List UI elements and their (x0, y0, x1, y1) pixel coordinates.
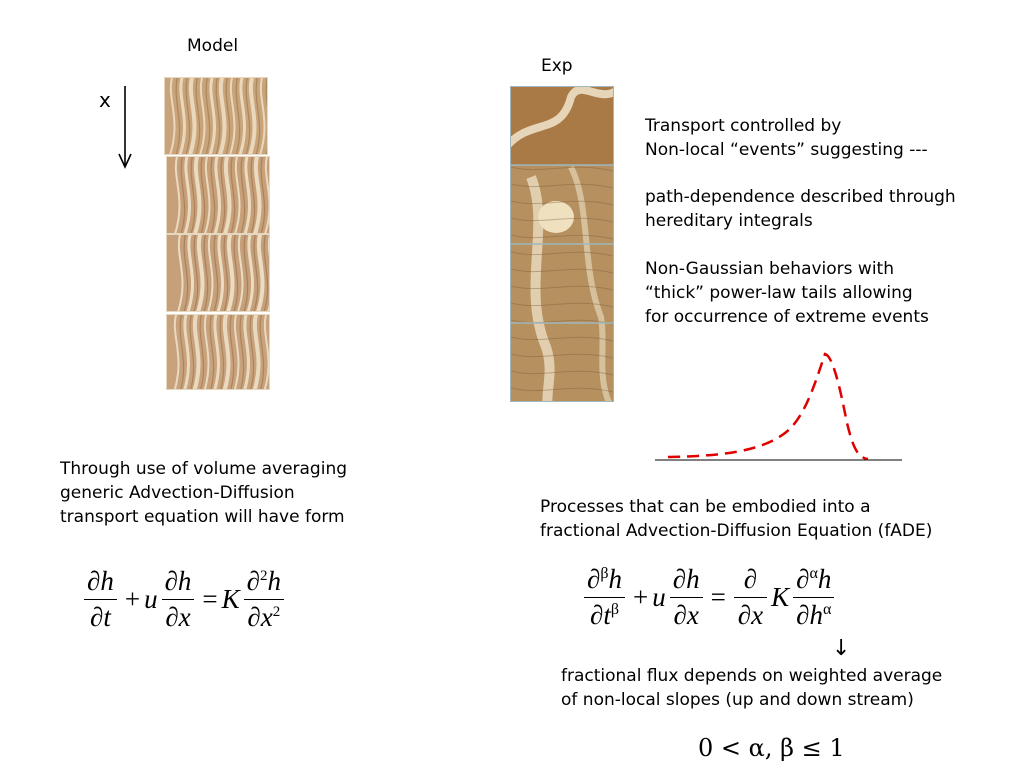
eq2-dhdx: ∂h ∂x (669, 564, 703, 631)
eq1-dhdt: ∂h ∂t (84, 566, 117, 633)
eq2-dahdha: ∂αh ∂hα (793, 564, 835, 631)
non-gaussian-text: Non-Gaussian behaviors with “thick” powe… (645, 259, 929, 327)
model-tile (166, 156, 270, 234)
model-tile (164, 77, 268, 155)
advection-diffusion-equation: ∂h ∂t + u ∂h ∂x = K ∂2h ∂x2 (80, 566, 288, 633)
volume-averaging-text: Through use of volume averaging generic … (60, 459, 348, 527)
model-tile (166, 314, 270, 390)
alpha-beta-constraint: 0 < α, β ≤ 1 (698, 734, 845, 762)
flux-arrow-icon: ↓ (832, 636, 851, 661)
path-dependence-text: path-dependence described through heredi… (645, 187, 956, 231)
down-arrow-icon (118, 86, 132, 169)
fractional-ade-equation: ∂βh ∂tβ + u ∂h ∂x = ∂ ∂x K ∂αh ∂hα (580, 564, 838, 631)
power-law-tail-curve (655, 352, 902, 461)
eq2-dbhdtb: ∂βh ∂tβ (584, 564, 625, 631)
exp-title: Exp (541, 56, 573, 76)
model-tile (166, 234, 270, 312)
x-axis-label: x (99, 88, 111, 112)
eq1-dhdx: ∂h ∂x (161, 566, 195, 633)
exp-image-stack (510, 86, 614, 402)
transport-text: Transport controlled by Non-local “event… (645, 116, 928, 160)
dashed-distribution-curve (667, 352, 869, 461)
fade-text: Processes that can be embodied into a fr… (540, 497, 933, 541)
model-title: Model (187, 36, 239, 56)
eq1-d2hdx2: ∂2h ∂x2 (243, 566, 285, 633)
eq2-ddx: ∂ ∂x (733, 564, 768, 631)
fractional-flux-text: fractional flux depends on weighted aver… (561, 666, 943, 710)
